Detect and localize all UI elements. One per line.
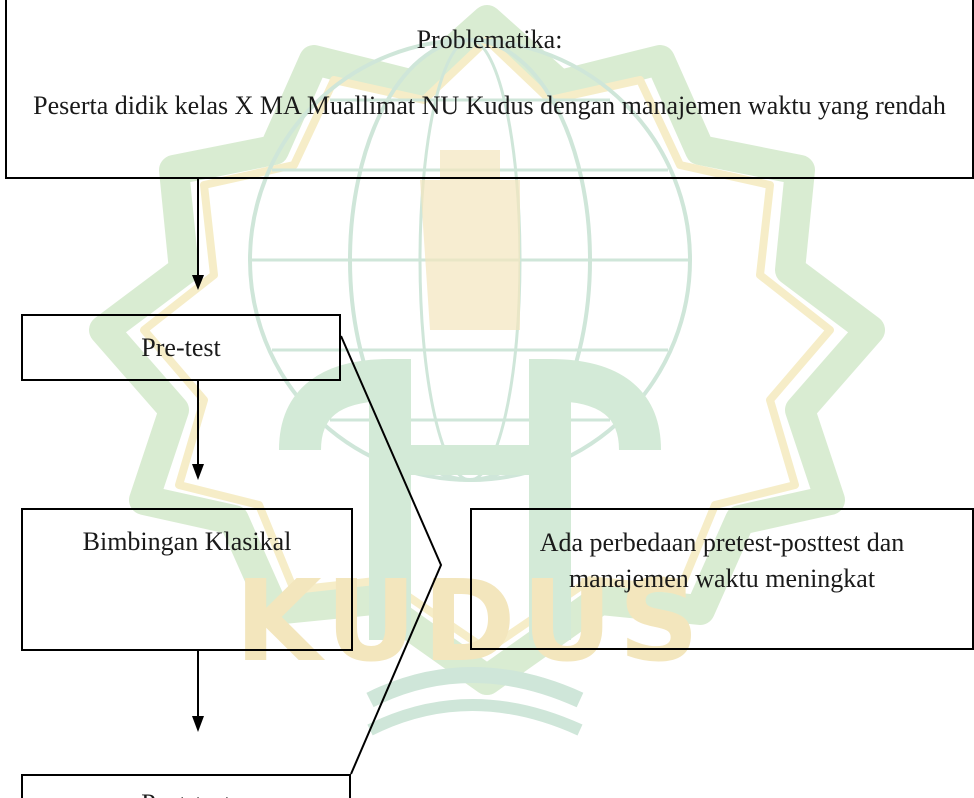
problem-box: Problematika: Peserta didik kelas X MA M… <box>5 0 974 179</box>
pretest-box: Pre-test <box>21 314 341 381</box>
treatment-label: Bimbingan Klasikal <box>82 527 292 556</box>
problem-title: Problematika: <box>416 25 563 54</box>
pretest-label: Pre-test <box>141 333 221 362</box>
posttest-box: Post-test <box>21 774 351 798</box>
result-label: Ada perbedaan pretest-posttest dan manaj… <box>539 528 905 593</box>
result-box: Ada perbedaan pretest-posttest dan manaj… <box>470 508 974 650</box>
treatment-box: Bimbingan Klasikal <box>21 508 353 651</box>
bracket-to-result <box>340 335 443 775</box>
posttest-label: Post-test <box>23 786 349 798</box>
problem-description: Peserta didik kelas X MA Muallimat NU Ku… <box>33 91 946 120</box>
